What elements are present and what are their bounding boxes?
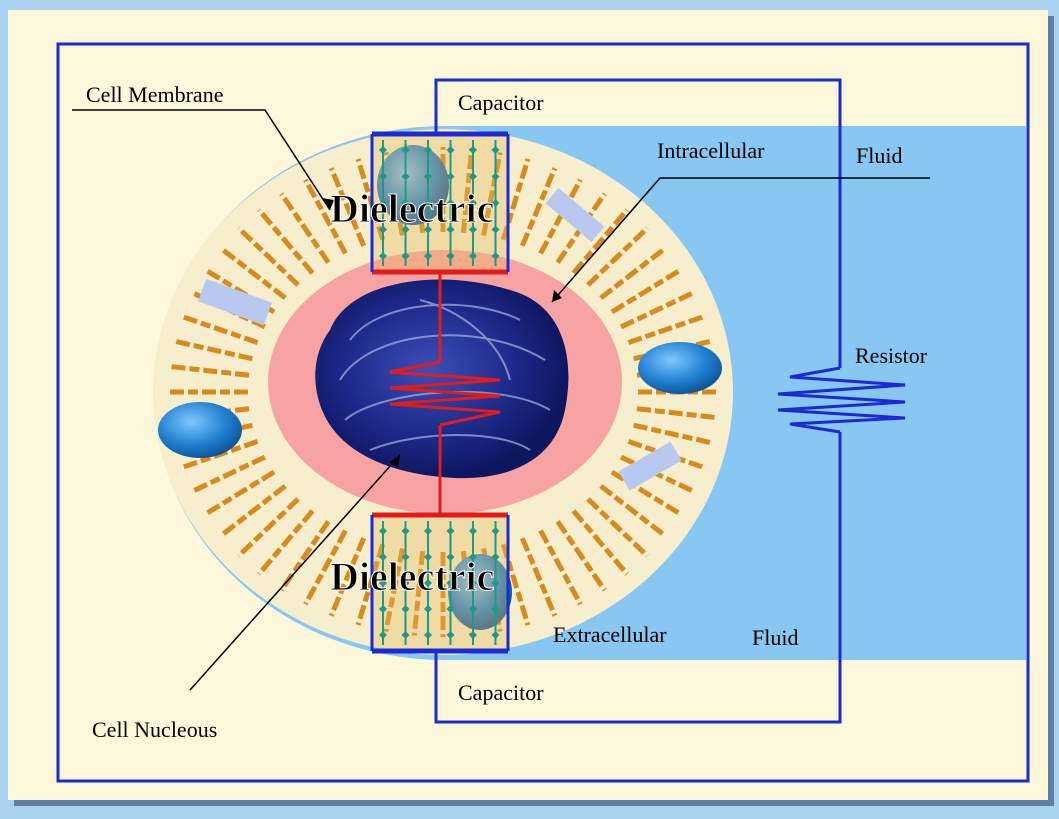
dielectric-bottom-label: Dielectric (330, 554, 494, 599)
nucleus-body (315, 279, 568, 478)
capacitor-top-label: Capacitor (458, 90, 544, 115)
cell-nucleous-label: Cell Nucleous (92, 717, 217, 742)
cell-nucleus (315, 279, 568, 478)
cell-membrane-label: Cell Membrane (86, 82, 223, 107)
extracellular-label: Extracellular (553, 622, 667, 647)
intracellular-label: Intracellular (657, 138, 765, 163)
membrane-protein-icon (638, 342, 722, 394)
extracellular-fluid-label: Fluid (752, 625, 798, 650)
dielectric-top-label: Dielectric (330, 186, 494, 231)
capacitor-bottom-label: Capacitor (458, 680, 544, 705)
membrane-protein-icon (158, 402, 242, 458)
resistor-label: Resistor (855, 343, 928, 368)
intracellular-fluid-label: Fluid (856, 143, 902, 168)
